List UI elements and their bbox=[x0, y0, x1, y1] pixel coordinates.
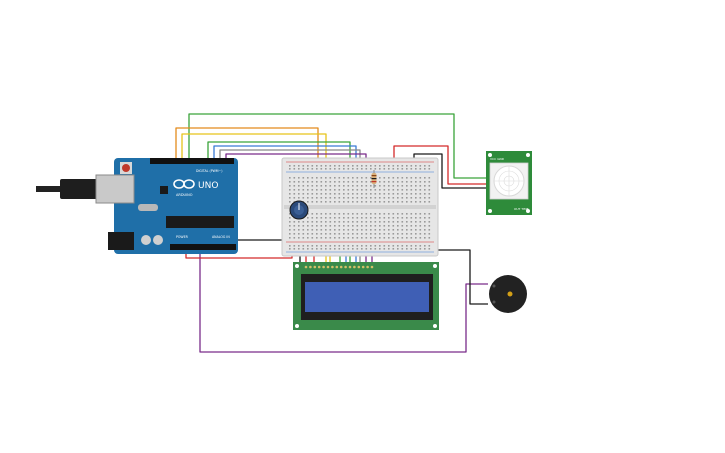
wire-purple-loop[interactable] bbox=[199, 170, 488, 353]
arduino-uno-board[interactable]: UNO ARDUINO DIGITAL (PWM~) POWER ANALOG … bbox=[36, 158, 238, 254]
usb-cable bbox=[36, 186, 64, 192]
lcd-screen bbox=[305, 282, 429, 312]
lcd-pin-header bbox=[304, 265, 374, 269]
pir-pin-label-right: OUT TIME bbox=[514, 207, 529, 211]
power-jack bbox=[108, 232, 134, 250]
breadboard-center-channel bbox=[284, 205, 436, 209]
power-label: POWER bbox=[176, 235, 189, 239]
digital-label: DIGITAL (PWM~) bbox=[196, 169, 222, 173]
wire-black-buzzer[interactable] bbox=[410, 249, 488, 305]
arduino-logo-icon bbox=[173, 179, 195, 189]
wire-orange[interactable] bbox=[175, 127, 319, 178]
wire-green-pir[interactable] bbox=[188, 113, 486, 179]
capacitor-2 bbox=[153, 235, 163, 245]
atmega-chip bbox=[166, 216, 234, 228]
usb-ic bbox=[160, 186, 168, 194]
usb-connector bbox=[95, 174, 135, 204]
breadboard[interactable] bbox=[281, 157, 439, 257]
wire-red-pir[interactable] bbox=[393, 145, 486, 185]
piezo-buzzer[interactable] bbox=[489, 275, 527, 313]
arduino-pcb bbox=[114, 158, 238, 254]
resistor[interactable] bbox=[371, 170, 377, 188]
crystal bbox=[138, 204, 158, 211]
capacitor-1 bbox=[141, 235, 151, 245]
lcd-16x2[interactable] bbox=[293, 262, 439, 330]
buzzer-center bbox=[507, 291, 513, 297]
pir-sensor[interactable]: VCC GND OUT TIME bbox=[486, 151, 532, 215]
reset-button-cap[interactable] bbox=[122, 164, 130, 172]
power-header bbox=[170, 244, 236, 250]
usb-plug bbox=[60, 179, 98, 199]
analog-label: ANALOG IN bbox=[212, 235, 230, 239]
arduino-model-text: ARDUINO bbox=[176, 193, 193, 197]
digital-header bbox=[150, 158, 234, 164]
potentiometer[interactable] bbox=[289, 200, 309, 220]
pir-pin-label-left: VCC GND bbox=[490, 157, 505, 161]
uno-logo-text: UNO bbox=[198, 181, 218, 191]
